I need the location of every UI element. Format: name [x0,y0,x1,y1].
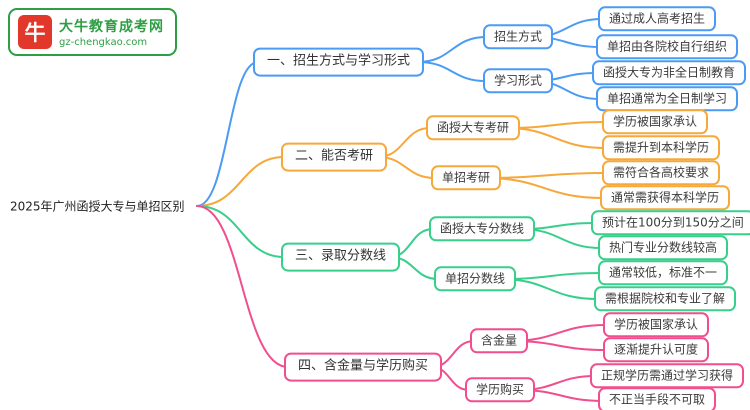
branch-node-4: 四、含金量与学历购买 [284,352,443,382]
leaf-node-4-1-1: 学历被国家承认 [603,312,710,338]
connector-path [484,172,607,179]
connector-path [504,127,607,149]
connector-path [196,156,285,207]
connector-path [504,121,607,129]
leaf-node-3-1-1: 预计在100分到150分之间 [591,210,750,236]
site-logo[interactable]: 牛 大牛教育成考网 gz-chengkao.com [8,8,177,56]
leaf-node-3-1-2: 热门专业分数线较高 [598,235,729,261]
leaf-node-1-2-1: 函授大专为非全日制教育 [592,60,747,86]
logo-title: 大牛教育成考网 [59,19,164,35]
sub-node-4-2: 学历购买 [465,377,536,403]
sub-node-2-1: 函授大专考研 [426,115,521,141]
sub-node-1-2: 学习形式 [483,68,554,94]
leaf-node-1-1-1: 通过成人高考招生 [598,6,717,32]
logo-text: 大牛教育成考网 gz-chengkao.com [59,16,164,48]
leaf-node-3-2-1: 通常较低，标准不一 [598,260,729,286]
mindmap-root: 2025年广州函授大专与单招区别 [10,199,185,214]
connector-path [196,205,285,258]
leaf-node-1-1-2: 单招由各院校自行组织 [596,34,739,60]
branch-node-3: 三、录取分数线 [281,242,401,272]
connector-path [484,177,605,199]
sub-node-2-2: 单招考研 [431,165,502,191]
connector-path [196,205,289,368]
leaf-node-4-1-2: 逐渐提升认可度 [603,337,710,363]
branch-node-1: 一、招生方式与学习形式 [253,47,425,77]
connector-path [417,61,487,82]
daniu-bull-logo-icon: 牛 [18,15,52,49]
leaf-node-1-2-2: 单招通常为全日制学习 [596,86,739,112]
connector-path [417,36,487,63]
leaf-node-2-2-2: 通常需获得本科学历 [600,185,731,211]
connector-path [196,61,259,207]
sub-node-4-1: 含金量 [470,328,529,354]
leaf-node-2-1-1: 学历被国家承认 [602,109,709,135]
leaf-node-3-2-2: 需根据院校和专业了解 [594,286,737,312]
logo-url: gz-chengkao.com [59,37,148,48]
leaf-node-4-2-2: 不正当手段不可取 [598,387,717,410]
leaf-node-2-1-2: 需提升到本科学历 [602,135,721,161]
leaf-node-4-2-1: 正规学历需通过学习获得 [590,363,745,389]
sub-node-1-1: 招生方式 [483,24,554,50]
sub-node-3-1: 函授大专分数线 [429,216,536,242]
branch-node-2: 二、能否考研 [281,142,388,172]
sub-node-3-2: 单招分数线 [434,266,517,292]
leaf-node-2-2-1: 需符合各高校要求 [602,160,721,186]
